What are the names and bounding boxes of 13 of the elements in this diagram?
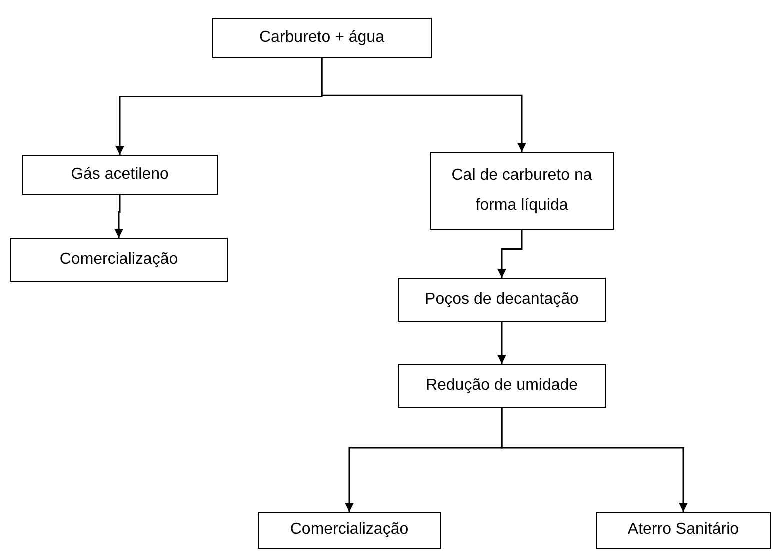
process-box: Redução de umidade bbox=[398, 364, 606, 408]
arrow bbox=[498, 322, 506, 364]
process-box: Poços de decantação bbox=[398, 278, 606, 322]
arrow bbox=[114, 195, 124, 238]
process-box: Carbureto + água bbox=[212, 18, 432, 58]
process-box: Comercialização bbox=[10, 238, 228, 282]
process-box: Comercialização bbox=[258, 512, 441, 549]
process-box: Gás acetileno bbox=[22, 155, 218, 195]
process-box: Aterro Sanitário bbox=[596, 512, 771, 549]
process-box: Cal de carbureto na forma líquida bbox=[430, 152, 614, 230]
arrow bbox=[321, 58, 526, 152]
arrow bbox=[501, 408, 688, 512]
arrow bbox=[498, 230, 523, 278]
